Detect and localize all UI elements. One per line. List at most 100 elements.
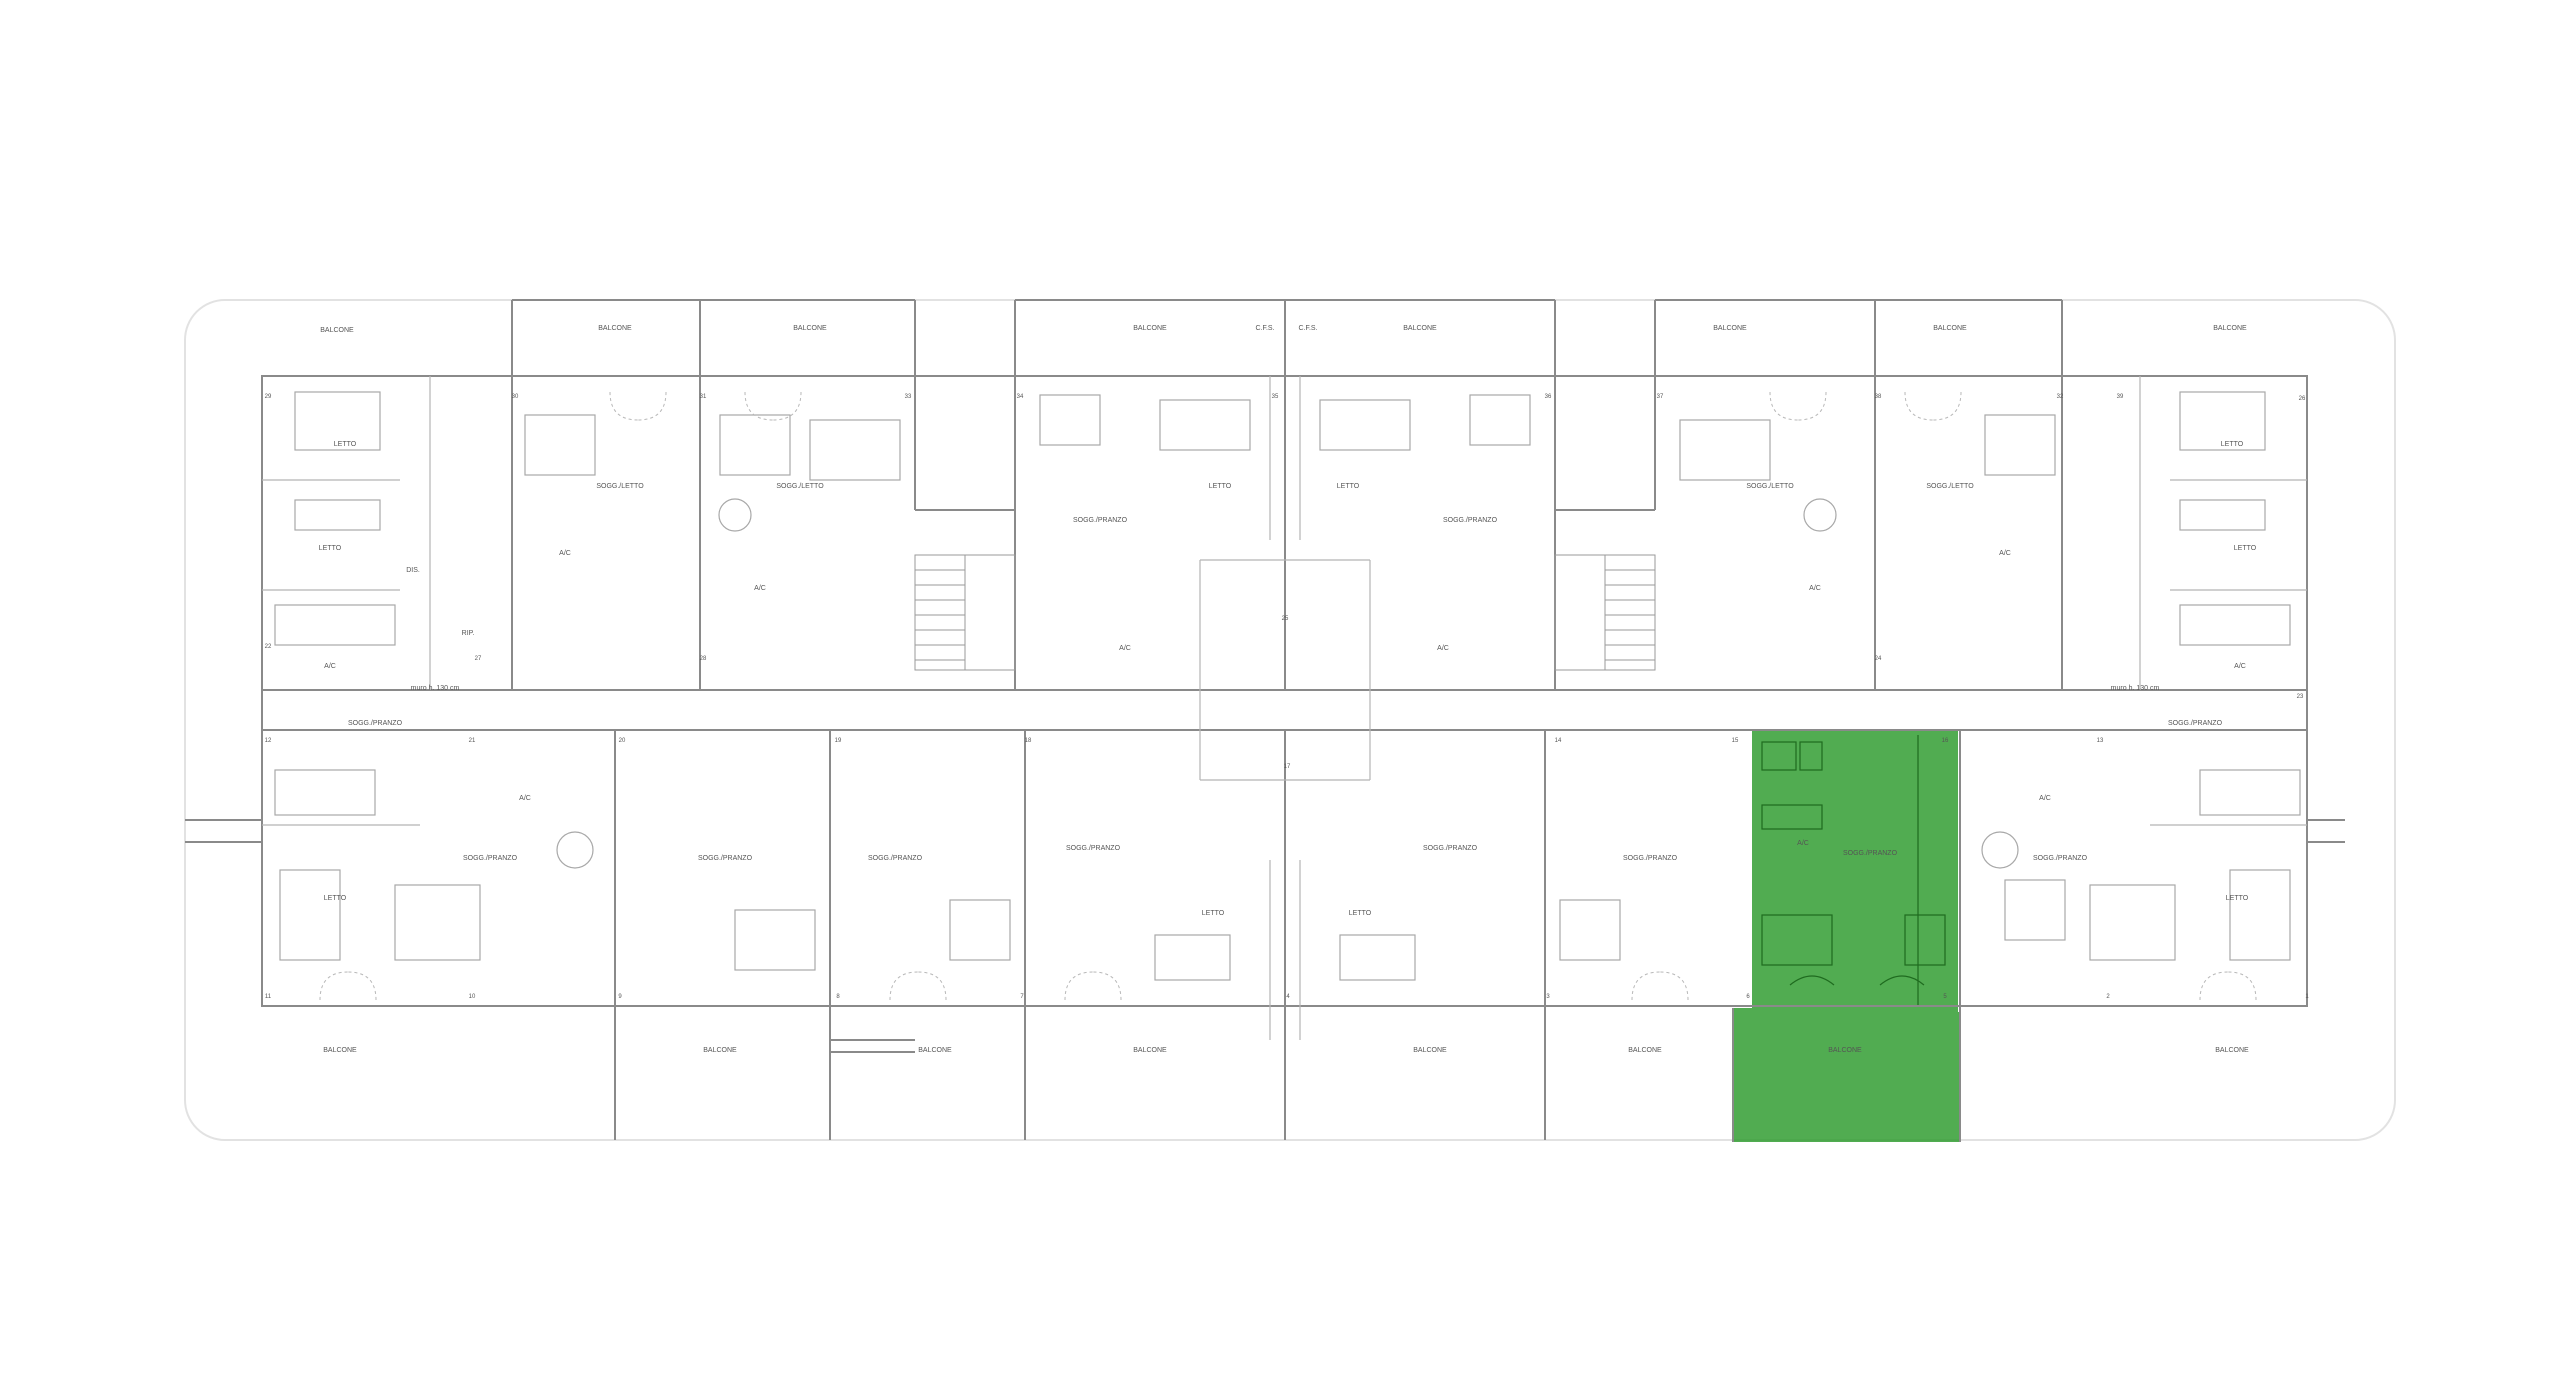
building-walls	[185, 299, 2345, 1142]
label-muro-1: muro h. 130 cm	[411, 685, 460, 692]
label-sogg-pranzo-3: SOGG./PRANZO	[348, 720, 403, 727]
label-cfs-2: C.F.S.	[1298, 325, 1317, 332]
label-balcone-4: BALCONE	[1133, 325, 1167, 332]
unit-number-5: 5	[1943, 994, 1947, 1000]
unit-number-35: 35	[1272, 394, 1279, 400]
unit-number-4: 4	[1286, 994, 1290, 1000]
label-ac-2: A/C	[754, 585, 766, 592]
label-letto-9: LETTO	[1349, 910, 1372, 917]
label-balcone-3: BALCONE	[793, 325, 827, 332]
unit-number-24: 24	[1875, 656, 1882, 662]
label-balcone-13: BALCONE	[1413, 1047, 1447, 1054]
label-muro-2: muro h. 130 cm	[2111, 685, 2160, 692]
label-ac-10: A/C	[1797, 840, 1809, 847]
label-sogg-pranzo-2: SOGG./PRANZO	[1443, 517, 1498, 524]
unit-number-7: 7	[1020, 994, 1024, 1000]
unit-number-14: 14	[1555, 738, 1562, 744]
label-sogg-letto-2: SOGG./LETTO	[776, 483, 824, 490]
stairwell-right	[1554, 554, 1656, 671]
label-ac-8: A/C	[2234, 663, 2246, 670]
label-letto-4: LETTO	[1337, 483, 1360, 490]
label-sogg-letto-4: SOGG./LETTO	[1926, 483, 1974, 490]
unit-number-32: 32	[2057, 394, 2064, 400]
unit-number-6: 6	[1746, 994, 1750, 1000]
label-balcone-6: BALCONE	[1713, 325, 1747, 332]
unit-number-33: 33	[905, 394, 912, 400]
label-letto-10: LETTO	[2226, 895, 2249, 902]
label-ac-9: A/C	[519, 795, 531, 802]
label-sogg-pranzo-1: SOGG./PRANZO	[1073, 517, 1128, 524]
label-balcone-11: BALCONE	[918, 1047, 952, 1054]
unit-number-31: 31	[700, 394, 707, 400]
label-letto-3: LETTO	[1209, 483, 1232, 490]
label-ac-1: A/C	[559, 550, 571, 557]
unit-number-16: 16	[1942, 738, 1949, 744]
unit-number-36: 36	[1545, 394, 1552, 400]
label-sogg-letto-3: SOGG./LETTO	[1746, 483, 1794, 490]
unit-number-8: 8	[836, 994, 840, 1000]
label-rip: RIP.	[462, 630, 475, 637]
label-sogg-pranzo-9: SOGG./PRANZO	[1623, 855, 1678, 862]
unit-number-2: 2	[2106, 994, 2110, 1000]
unit-number-23: 23	[2297, 694, 2304, 700]
stairwell-left	[914, 554, 1016, 671]
label-ac-3: A/C	[1119, 645, 1131, 652]
unit-number-34: 34	[1017, 394, 1024, 400]
label-balcone-8: BALCONE	[2213, 325, 2247, 332]
unit-number-15: 15	[1732, 738, 1739, 744]
room-labels: BALCONE BALCONE BALCONE BALCONE C.F.S. C…	[319, 325, 2257, 1054]
label-sogg-pranzo-12: SOGG./PRANZO	[2168, 720, 2223, 727]
unit-number-10: 10	[469, 994, 476, 1000]
unit-number-19: 19	[835, 738, 842, 744]
unit-number-26: 26	[2299, 396, 2306, 402]
label-letto-8: LETTO	[1202, 910, 1225, 917]
unit-number-12: 12	[265, 738, 272, 744]
unit-number-11: 11	[265, 994, 272, 1000]
furniture	[274, 391, 2301, 981]
label-sogg-pranzo-6: SOGG./PRANZO	[868, 855, 923, 862]
label-letto-7: LETTO	[324, 895, 347, 902]
unit-number-28: 28	[700, 656, 707, 662]
unit-number-21: 21	[469, 738, 476, 744]
label-balcone-5: BALCONE	[1403, 325, 1437, 332]
label-sogg-letto-1: SOGG./LETTO	[596, 483, 644, 490]
label-balcone-1: BALCONE	[320, 327, 354, 334]
label-balcone-12: BALCONE	[1133, 1047, 1167, 1054]
label-letto-6: LETTO	[2234, 545, 2257, 552]
unit-number-3: 3	[1546, 994, 1550, 1000]
label-balcone-14: BALCONE	[1628, 1047, 1662, 1054]
label-sogg-pranzo-7: SOGG./PRANZO	[1066, 845, 1121, 852]
label-ac-6: A/C	[1999, 550, 2011, 557]
unit-number-17: 17	[1284, 764, 1291, 770]
label-dis: DIS.	[406, 567, 420, 574]
unit-number-25: 25	[1282, 616, 1289, 622]
unit-number-29: 29	[265, 394, 272, 400]
label-balcone-2: BALCONE	[598, 325, 632, 332]
label-letto-5: LETTO	[2221, 441, 2244, 448]
label-cfs-1: C.F.S.	[1255, 325, 1274, 332]
label-balcone-7: BALCONE	[1933, 325, 1967, 332]
unit-number-37: 37	[1657, 394, 1664, 400]
unit-number-27: 27	[475, 656, 482, 662]
label-balcone-16: BALCONE	[2215, 1047, 2249, 1054]
unit-number-39: 39	[2117, 394, 2124, 400]
label-ac-5: A/C	[1809, 585, 1821, 592]
label-sogg-pranzo-5: SOGG./PRANZO	[698, 855, 753, 862]
label-sogg-pranzo-4: SOGG./PRANZO	[463, 855, 518, 862]
unit-number-18: 18	[1025, 738, 1032, 744]
site-outline	[184, 299, 2396, 1141]
label-ac-11: A/C	[2039, 795, 2051, 802]
label-balcone-15: BALCONE	[1828, 1047, 1862, 1054]
label-sogg-pranzo-11: SOGG./PRANZO	[2033, 855, 2088, 862]
highlighted-unit[interactable]	[1733, 730, 1960, 1142]
label-ac-4: A/C	[1437, 645, 1449, 652]
label-sogg-pranzo-10: SOGG./PRANZO	[1843, 850, 1898, 857]
label-letto-2: LETTO	[319, 545, 342, 552]
unit-number-22: 22	[265, 644, 272, 650]
unit-number-20: 20	[619, 738, 626, 744]
unit-number-1: 1	[2305, 994, 2309, 1000]
label-letto-1: LETTO	[334, 441, 357, 448]
unit-number-13: 13	[2097, 738, 2104, 744]
unit-number-30: 30	[512, 394, 519, 400]
